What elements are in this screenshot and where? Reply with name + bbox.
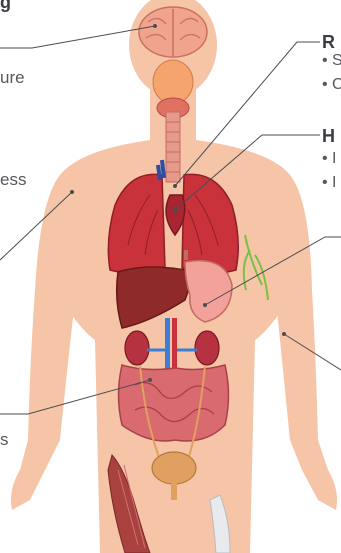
label-left-3: s <box>0 430 9 450</box>
thyroid-organ <box>153 60 193 118</box>
trachea <box>166 112 180 182</box>
intestines-organ <box>119 365 229 441</box>
label-right-bullet-1b: • C <box>322 76 341 94</box>
label-right-bullet-2a: • I <box>322 150 337 168</box>
label-right-bullet-2b: • I <box>322 174 337 192</box>
label-left-2: ess <box>0 170 26 190</box>
label-right-heading-1: R <box>322 32 335 52</box>
label-top-left-fragment: g <box>0 0 11 12</box>
label-right-bullet-1a: • S <box>322 52 341 70</box>
label-left-1: ure <box>0 68 25 88</box>
label-right-heading-2: H <box>322 126 335 146</box>
brain-organ <box>139 7 207 57</box>
